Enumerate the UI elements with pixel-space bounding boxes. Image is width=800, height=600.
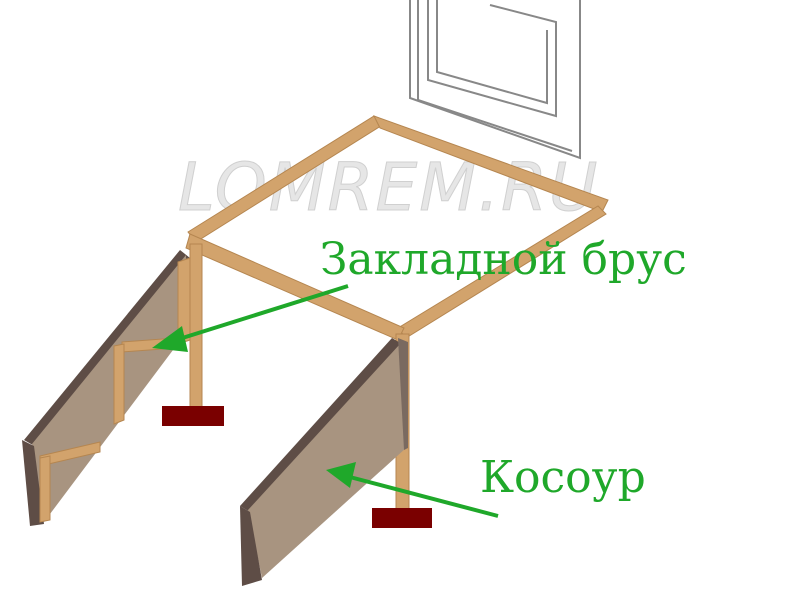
footings [162,406,432,528]
label-embedded-beam: Закладной брус [320,234,687,285]
annotation-arrow-beam [152,284,349,352]
watermark: LOMREM.RU [178,149,599,226]
door-frame [409,0,581,160]
label-stringer: Косоур [480,452,646,503]
footing-left [162,406,224,426]
platform-frame [185,115,609,341]
stringer-front [240,338,408,586]
annotation-arrow-stringer [326,462,499,518]
footing-front [372,508,432,528]
stringer-left [22,250,191,526]
post-left [189,243,203,413]
